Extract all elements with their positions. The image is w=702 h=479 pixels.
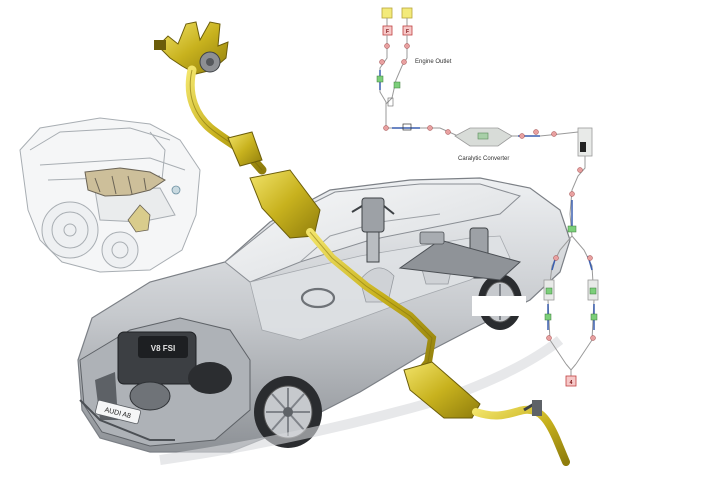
pipe-network-schematic: F F Engine Outlet Caralytic Converter (376, 7, 599, 387)
front-strut (351, 197, 395, 263)
muffler (403, 361, 481, 419)
exhaust-pipe (154, 21, 570, 466)
engine-outlet-label: Engine Outlet (415, 59, 452, 65)
license-plate (94, 399, 142, 425)
outlet-node-label: 4 (570, 380, 573, 386)
outlet-node (565, 375, 577, 387)
inlet-source-2 (401, 7, 413, 19)
inlet-node-1-label: F (386, 29, 389, 35)
catalytic-converter-label: Caralytic Converter (458, 156, 509, 162)
inlet-source-1 (381, 7, 393, 19)
catalytic-converter-part (249, 169, 321, 239)
engine-cover-text: V8 FSI (151, 344, 175, 353)
exhaust-manifold (154, 21, 229, 75)
blank-label-box (472, 296, 526, 316)
car-cutaway: V8 FSI AUDI A8 (77, 177, 571, 465)
inlet-node-2-label: F (406, 29, 409, 35)
engine-manifold-sketch (84, 167, 181, 233)
